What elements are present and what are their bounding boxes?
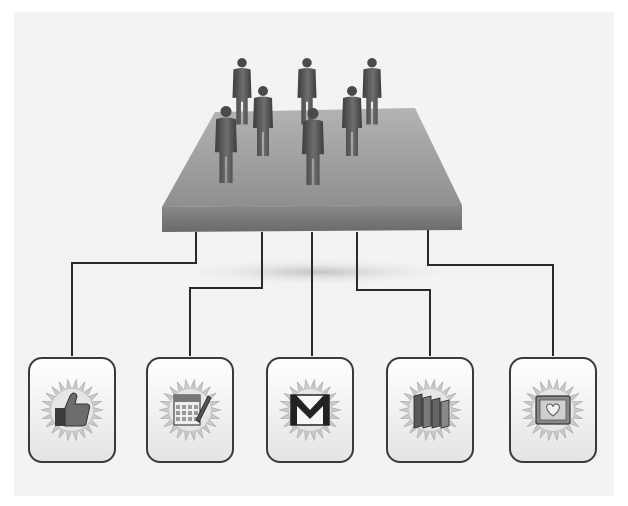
people-group xyxy=(215,58,382,185)
connector-line xyxy=(427,230,554,356)
gmail-icon xyxy=(290,394,330,426)
app-icon-tile[interactable] xyxy=(266,357,354,463)
books-icon xyxy=(413,393,450,429)
connector-line xyxy=(71,232,197,356)
person-figure xyxy=(253,86,273,156)
app-icon-tile[interactable] xyxy=(386,357,474,463)
person-figure xyxy=(215,106,237,183)
platform-side xyxy=(162,205,462,232)
app-icon-tile[interactable] xyxy=(509,357,597,463)
person-figure xyxy=(232,58,252,125)
app-icon-tile[interactable] xyxy=(28,357,116,463)
app-icon-tile[interactable] xyxy=(146,357,234,463)
connector-lines xyxy=(71,230,554,356)
calendar-icon xyxy=(173,394,212,426)
platform-shadow xyxy=(168,258,468,286)
connector-line xyxy=(189,232,263,356)
person-figure xyxy=(302,108,324,185)
connector-line xyxy=(356,232,431,356)
person-figure xyxy=(362,58,382,125)
photo-album-icon xyxy=(535,395,571,425)
app-icons xyxy=(28,357,597,463)
person-figure xyxy=(342,86,362,156)
thumbs-up-icon xyxy=(55,392,91,427)
